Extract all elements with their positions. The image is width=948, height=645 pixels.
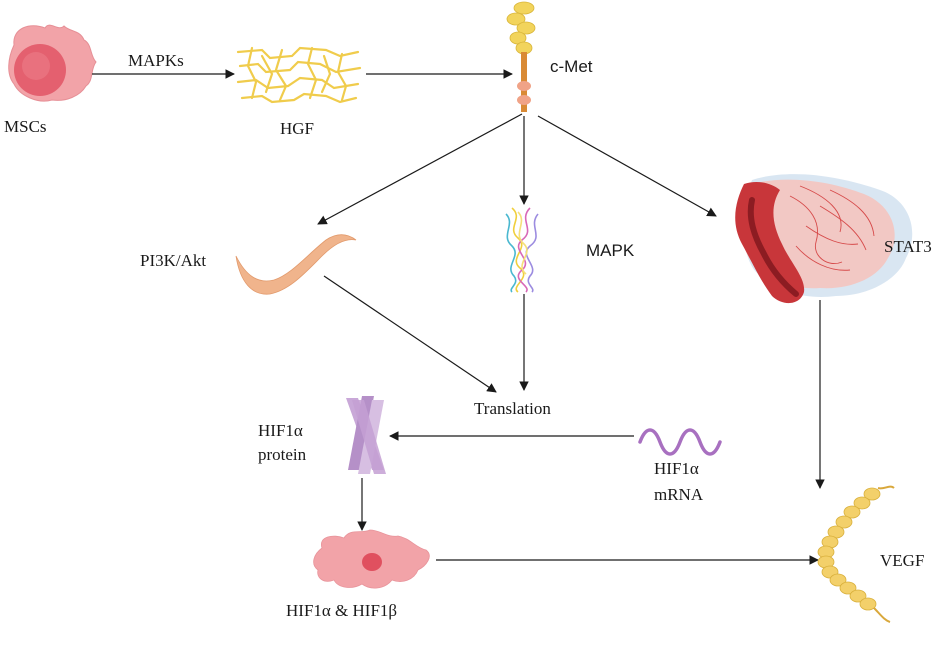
hif1a-mrna-label-line2: mRNA: [654, 485, 704, 504]
hgf-icon: [236, 46, 362, 104]
mscs-label: MSCs: [4, 117, 47, 136]
pi3k-akt-label: PI3K/Akt: [140, 251, 206, 270]
hif1a-mrna-icon: [638, 428, 722, 456]
mapk-protein-icon: [505, 207, 539, 293]
mapk-label: MAPK: [586, 241, 635, 260]
hgf-label: HGF: [280, 119, 314, 138]
arrow-cmet-to-stat3: [537, 115, 717, 217]
hif1a-protein-icon: [346, 396, 386, 474]
hif-complex-label: HIF1α & HIF1β: [286, 601, 397, 620]
mapks-label: MAPKs: [128, 51, 184, 70]
hif1a-protein-label-line1: HIF1α: [258, 421, 303, 440]
hif1a-protein-label-line2: protein: [258, 445, 307, 464]
akt-icon: [235, 234, 357, 295]
hif-complex-cell-icon: [313, 529, 430, 589]
arrow-pi3k-to-translation: [323, 275, 497, 393]
stat3-label: STAT3: [884, 237, 932, 256]
translation-label: Translation: [474, 399, 551, 418]
vegf-label: VEGF: [880, 551, 924, 570]
vegf-icon: [817, 485, 895, 623]
msc-cell-icon: [8, 24, 97, 102]
hif1a-mrna-label-line1: HIF1α: [654, 459, 699, 478]
arrow-cmet-to-pi3k: [317, 113, 523, 225]
stat3-protein-icon: [735, 174, 913, 304]
cmet-receptor-icon: [506, 1, 536, 112]
cmet-label: c-Met: [550, 57, 593, 76]
